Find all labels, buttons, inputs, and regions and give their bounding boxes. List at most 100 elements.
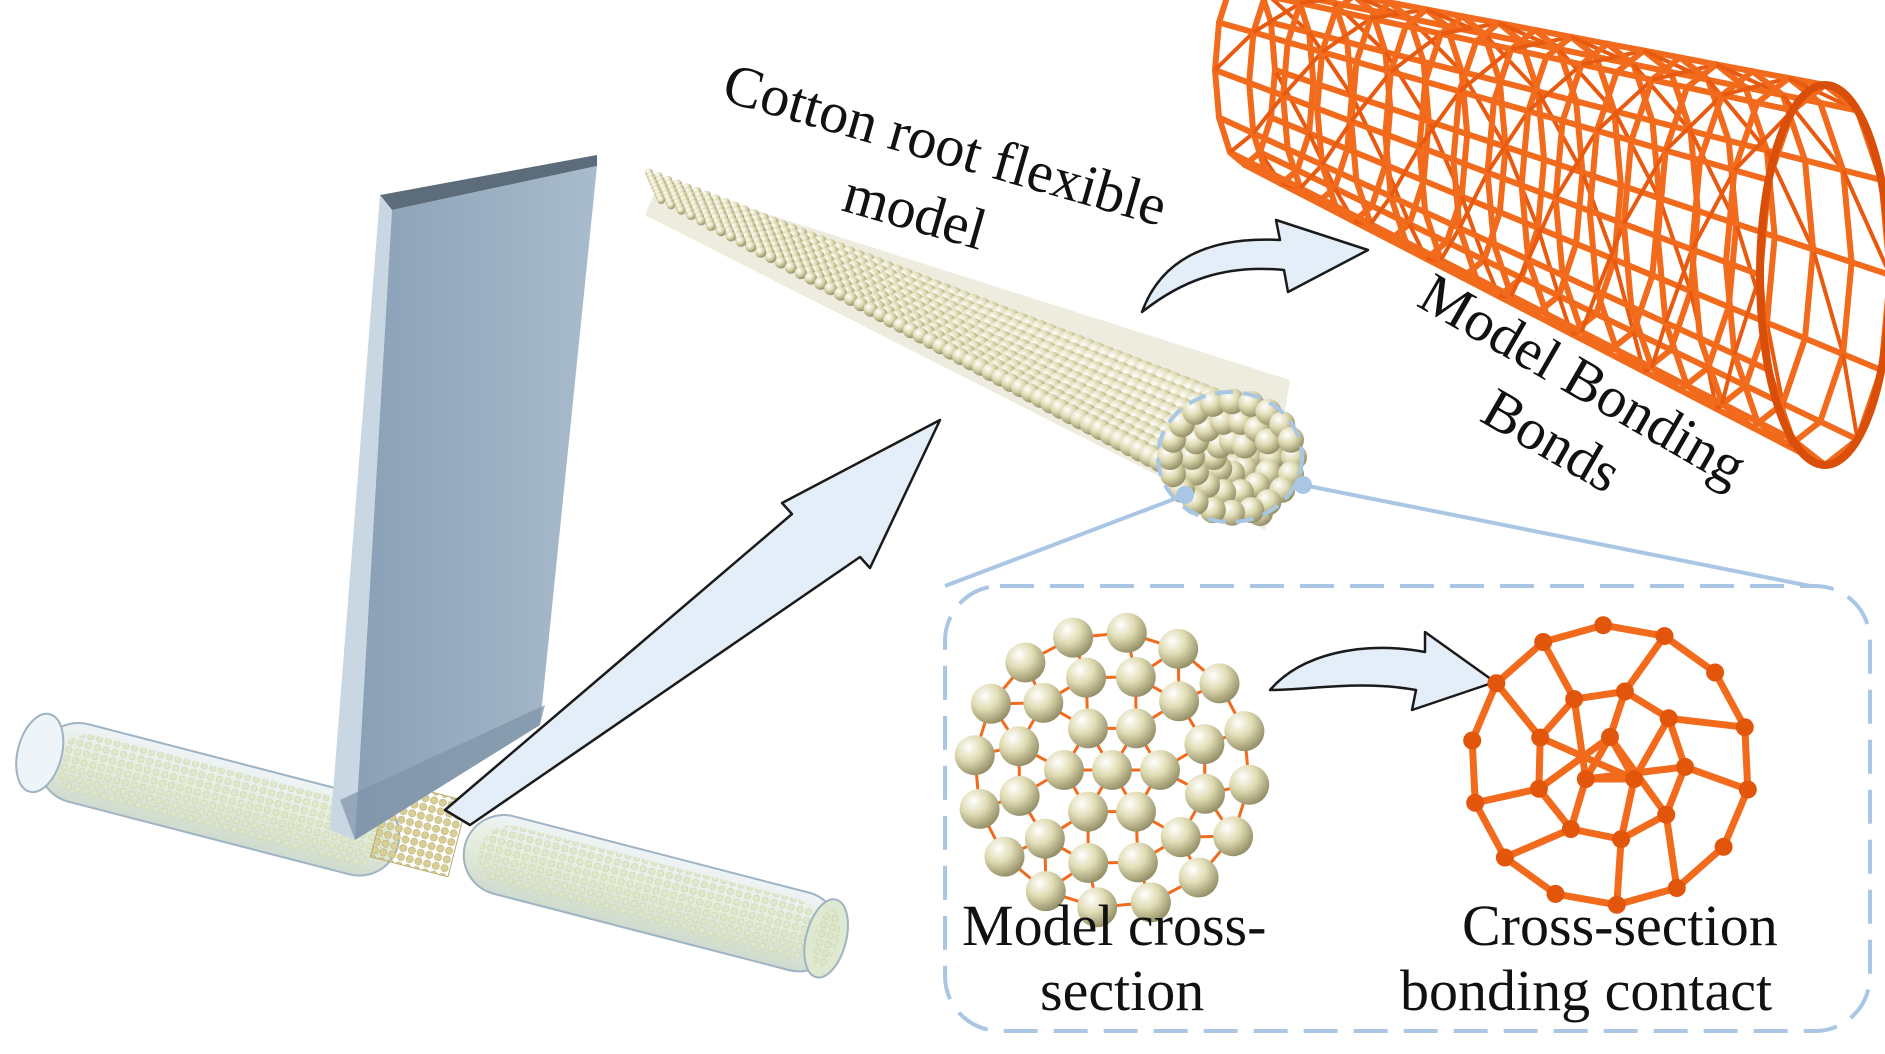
rod-end-particle xyxy=(1219,388,1245,415)
cross-section-particle xyxy=(1023,682,1064,723)
bond-ring-segment xyxy=(1628,303,1655,371)
network-node xyxy=(1615,682,1634,701)
bond-ring-segment xyxy=(1212,67,1222,121)
bond-axial-segment xyxy=(1593,288,1635,310)
bond-ring-segment xyxy=(1518,182,1532,263)
bond-diagonal-segment xyxy=(1579,290,1599,333)
network-bond xyxy=(1501,854,1559,898)
bond-axial-segment xyxy=(1543,310,1585,335)
bond-axial-segment xyxy=(1586,207,1627,227)
bond-axial-segment xyxy=(1314,105,1355,125)
rod-particle xyxy=(696,216,706,226)
bond-diagonal-segment xyxy=(1252,1,1302,34)
cross-section-particle xyxy=(999,726,1039,767)
bond-axial-segment xyxy=(1573,98,1618,115)
bond-diagonal-segment xyxy=(1307,31,1354,97)
bond-ring-segment xyxy=(1525,256,1550,317)
network-node xyxy=(1735,718,1754,737)
cross-section-particle xyxy=(1184,724,1225,765)
bond-ring-segment xyxy=(1754,75,1792,106)
network-bond xyxy=(1617,775,1638,843)
network-node xyxy=(1463,731,1482,750)
cross-section-particle xyxy=(1068,791,1108,832)
network-node xyxy=(1576,770,1595,788)
bond-axial-segment xyxy=(1579,169,1624,189)
bond-axial-segment xyxy=(1246,79,1287,99)
network-bond xyxy=(1552,890,1621,909)
cross-section-particle xyxy=(1066,657,1107,698)
bond-axial-segment xyxy=(1319,161,1360,184)
cross-section-particle xyxy=(1159,681,1200,722)
label-cross-section-line2: section xyxy=(1040,958,1204,1023)
network-bond xyxy=(1613,884,1681,909)
bond-diagonal-segment xyxy=(1457,171,1490,229)
bond-axial-segment xyxy=(1810,246,1855,266)
bond-axial-segment xyxy=(1620,220,1661,240)
bond-ring-segment xyxy=(1731,351,1761,425)
bond-axial-segment xyxy=(1304,0,1338,7)
bond-axial-segment xyxy=(1802,335,1847,358)
rod-particle xyxy=(784,261,797,274)
bond-axial-segment xyxy=(1779,400,1824,425)
bond-ring-segment xyxy=(1306,29,1317,86)
bond-axial-segment xyxy=(1268,114,1313,137)
bond-ring-segment xyxy=(1348,118,1360,184)
bond-axial-segment xyxy=(1525,256,1566,279)
bond-ring-segment xyxy=(1490,240,1515,299)
bond-axial-segment xyxy=(1733,220,1778,240)
bond-axial-segment xyxy=(1216,114,1257,137)
rod-particle xyxy=(834,287,848,301)
bond-diagonal-segment xyxy=(1651,62,1717,82)
network-node xyxy=(1612,830,1631,849)
bond-diagonal-segment xyxy=(1251,94,1285,135)
bond-axial-segment xyxy=(1212,67,1253,86)
cross-section-particle xyxy=(1024,818,1065,859)
bond-ring-segment xyxy=(1719,68,1756,99)
network-node xyxy=(1529,779,1548,798)
network-bond xyxy=(1681,763,1752,793)
bond-ring-segment xyxy=(1387,193,1409,245)
bond-axial-segment xyxy=(1518,182,1559,202)
bond-ring-segment xyxy=(1628,76,1655,144)
network-node xyxy=(1531,728,1550,747)
bond-ring-segment xyxy=(1484,169,1497,247)
bond-axial-segment xyxy=(1525,108,1566,124)
left-root-tube xyxy=(15,712,401,877)
cross-section-particle xyxy=(999,775,1040,816)
bond-axial-segment xyxy=(1508,46,1550,60)
bond-ring-segment xyxy=(1573,98,1586,176)
bond-diagonal-segment xyxy=(1320,120,1353,166)
network-bond xyxy=(1662,811,1681,892)
bond-diagonal-segment xyxy=(1841,353,1860,440)
bond-axial-segment xyxy=(1348,118,1389,138)
cross-section-particle xyxy=(1130,882,1171,923)
cross-section-particle xyxy=(1092,750,1132,790)
bond-diagonal-segment xyxy=(1581,48,1645,67)
bond-diagonal-segment xyxy=(1595,78,1654,133)
bond-diagonal-segment xyxy=(1300,0,1337,6)
bond-axial-segment xyxy=(1387,68,1429,85)
bond-axial-segment xyxy=(1628,303,1669,326)
bond-axial-segment xyxy=(1490,240,1532,263)
label-cross-section-line1: Model cross- xyxy=(962,893,1266,958)
bond-diagonal-segment xyxy=(1841,169,1885,269)
bond-ring-segment xyxy=(1490,46,1515,105)
network-bond xyxy=(1621,632,1668,695)
bond-ring-segment xyxy=(1593,288,1620,353)
network-node xyxy=(1561,820,1580,838)
bond-ring-segment xyxy=(1216,0,1230,26)
rod-particle xyxy=(755,246,767,258)
bond-axial-segment xyxy=(1559,272,1600,295)
network-node xyxy=(1655,627,1674,646)
bond-ring-segment xyxy=(1326,0,1338,7)
network-bond xyxy=(1468,679,1500,744)
bond-ring-segment xyxy=(1257,114,1274,156)
bond-ring-segment xyxy=(1484,98,1497,176)
bond-ring-segment xyxy=(1450,88,1463,163)
network-bond xyxy=(1741,723,1752,793)
bond-axial-segment xyxy=(1367,15,1409,30)
bond-ring-segment xyxy=(1212,19,1222,73)
bond-axial-segment xyxy=(1688,246,1729,266)
bond-ring-segment xyxy=(1613,47,1647,76)
bond-ring-segment xyxy=(1456,38,1480,95)
